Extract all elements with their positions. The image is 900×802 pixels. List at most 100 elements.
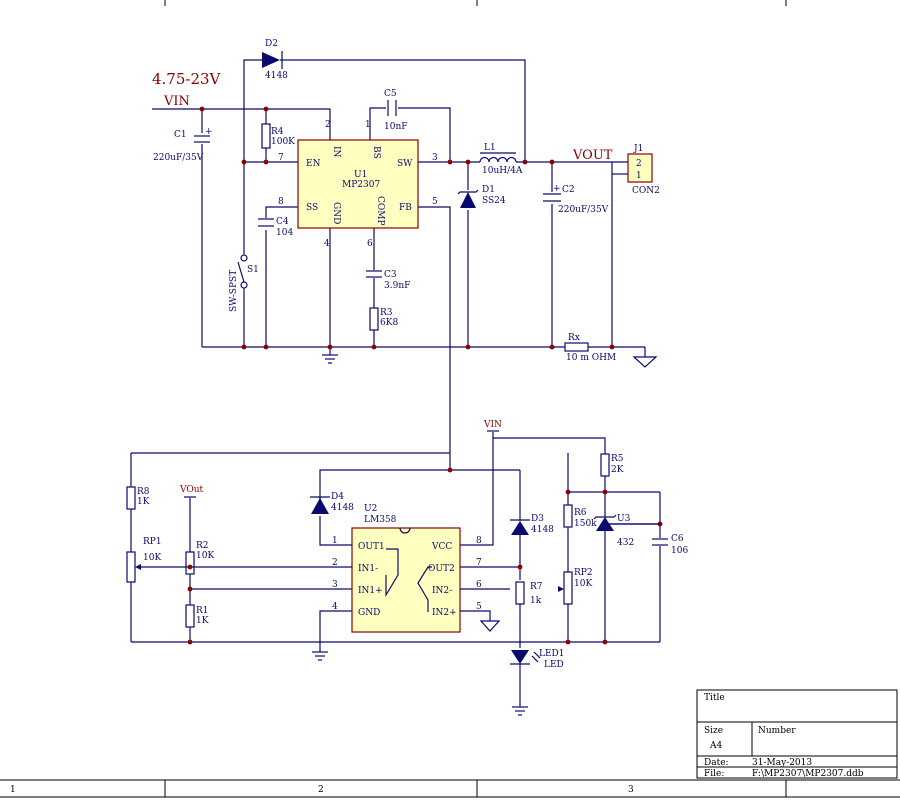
part-value: 106 (671, 546, 688, 556)
wires-bottom (130, 432, 661, 707)
part-value: SS24 (482, 196, 506, 206)
part-ref: U3 (617, 514, 631, 524)
resistor-r6: R6 150k (563, 504, 597, 529)
part-value: 104 (276, 228, 293, 238)
pin-number: 6 (367, 239, 373, 249)
pin-name: SS (306, 203, 318, 213)
inductor-l1: L1 10uH/4A (479, 143, 523, 176)
part-ref: S1 (247, 265, 259, 275)
potentiometer-rp2: RP2 10K (558, 568, 593, 605)
connector-j1: 2 1 J1 CON2 (627, 144, 660, 196)
number-label: Number (758, 726, 796, 736)
pin-name: VCC (431, 542, 452, 552)
part-value: 10K (143, 553, 161, 563)
pin-number: 5 (476, 602, 482, 612)
pin-name: IN1+ (358, 586, 383, 596)
capacitor-c4: C4 104 (258, 217, 293, 238)
pin-name: IN1- (358, 564, 378, 574)
title-label: Title (704, 693, 725, 703)
part-value: MP2307 (342, 180, 380, 190)
part-ref: L1 (484, 143, 496, 153)
part-value: 10uH/4A (482, 166, 523, 176)
part-value: 1K (196, 616, 209, 626)
resistor-r2: R2 10K (185, 541, 214, 575)
pin-name: BS (371, 146, 381, 159)
zone-label: 2 (318, 785, 324, 795)
resistor-r4: R4 100K (261, 123, 295, 149)
pin-name: FB (399, 203, 412, 213)
part-ref: C5 (384, 89, 397, 99)
part-value: SW-SPST (229, 270, 239, 312)
file-value: F:\MP2307\MP2307.ddb (752, 769, 864, 779)
capacitor-c5: C5 10nF (384, 89, 408, 132)
pin-number: 5 (432, 197, 438, 207)
wires-top (152, 59, 646, 470)
capacitor-c6: C6 106 (652, 534, 688, 556)
part-ref: RP2 (574, 568, 593, 578)
part-ref: C4 (276, 217, 289, 227)
part-ref: LED1 (539, 649, 565, 659)
part-ref: C2 (562, 185, 575, 195)
ic-u1-mp2307: EN SS SW FB IN BS GND COMP U1 MP2307 2 1… (278, 120, 438, 249)
part-ref: RP1 (143, 537, 162, 547)
part-value: 150k (574, 519, 597, 529)
diode-d4: D4 4148 (310, 492, 354, 514)
resistor-r7: R7 1k (515, 581, 543, 606)
shunt-regulator-u3: U3 432 (593, 514, 660, 548)
size-label: Size (704, 726, 723, 736)
net-label-vout: VOUT (572, 148, 613, 163)
pin-number: 3 (332, 580, 338, 590)
capacitor-c3: C3 3.9nF (366, 270, 410, 291)
pin-name: COMP (375, 196, 385, 226)
diode-d1: D1 SS24 (457, 185, 506, 208)
diode-d3: D3 4148 (510, 514, 554, 535)
pin-number: 2 (325, 120, 331, 130)
svg-text:+: + (205, 127, 213, 137)
pin-number: 8 (278, 197, 284, 207)
pin-number: 1 (332, 536, 338, 546)
date-value: 31-May-2013 (752, 758, 812, 768)
part-value: 220uF/35V (558, 205, 609, 215)
part-value: 10K (196, 551, 214, 561)
part-ref: C1 (174, 130, 187, 140)
date-label: Date: (704, 758, 729, 768)
pin-name: GND (331, 202, 341, 224)
part-ref: D1 (482, 185, 495, 195)
input-voltage-range: 4.75-23V (152, 70, 222, 88)
part-ref: R5 (611, 454, 624, 464)
led-led1: LED1 LED (510, 649, 565, 670)
pin-number: 2 (332, 558, 338, 568)
part-ref: C3 (384, 270, 397, 280)
part-value: 432 (617, 538, 634, 548)
capacitor-c2: + C2 220uF/35V (543, 184, 609, 215)
power-port-vout: VOut (179, 485, 204, 498)
part-value: LED (544, 660, 564, 670)
resistor-rx: Rx 10 m OHM (564, 333, 616, 363)
pin-number: 3 (432, 153, 438, 163)
ground-icon (322, 354, 338, 364)
pin-name: IN (331, 146, 341, 158)
resistor-r8: R8 1K (126, 486, 150, 510)
svg-text:+: + (553, 184, 561, 194)
pin-number: 4 (324, 239, 330, 249)
part-ref: J1 (633, 144, 643, 154)
part-value: 1K (137, 497, 150, 507)
power-port-vin: VIN (483, 420, 502, 432)
part-ref: D2 (265, 39, 278, 49)
pin-number: 7 (476, 558, 482, 568)
part-value: 6K8 (380, 318, 398, 328)
part-ref: U2 (364, 504, 377, 514)
junctions-bottom (187, 467, 663, 645)
pin-number: 4 (332, 602, 338, 612)
net-label-vout: VOut (179, 485, 204, 495)
switch-s1: S1 SW-SPST (229, 254, 259, 312)
pin-name: OUT2 (428, 564, 455, 574)
part-ref: R4 (271, 127, 284, 137)
resistor-r5: R5 2K (600, 453, 624, 477)
part-value: 10nF (384, 122, 408, 132)
ground-icon (479, 620, 501, 632)
ground-icon (632, 356, 658, 368)
pin-number: 6 (476, 580, 482, 590)
pin-name: IN2+ (432, 608, 457, 618)
